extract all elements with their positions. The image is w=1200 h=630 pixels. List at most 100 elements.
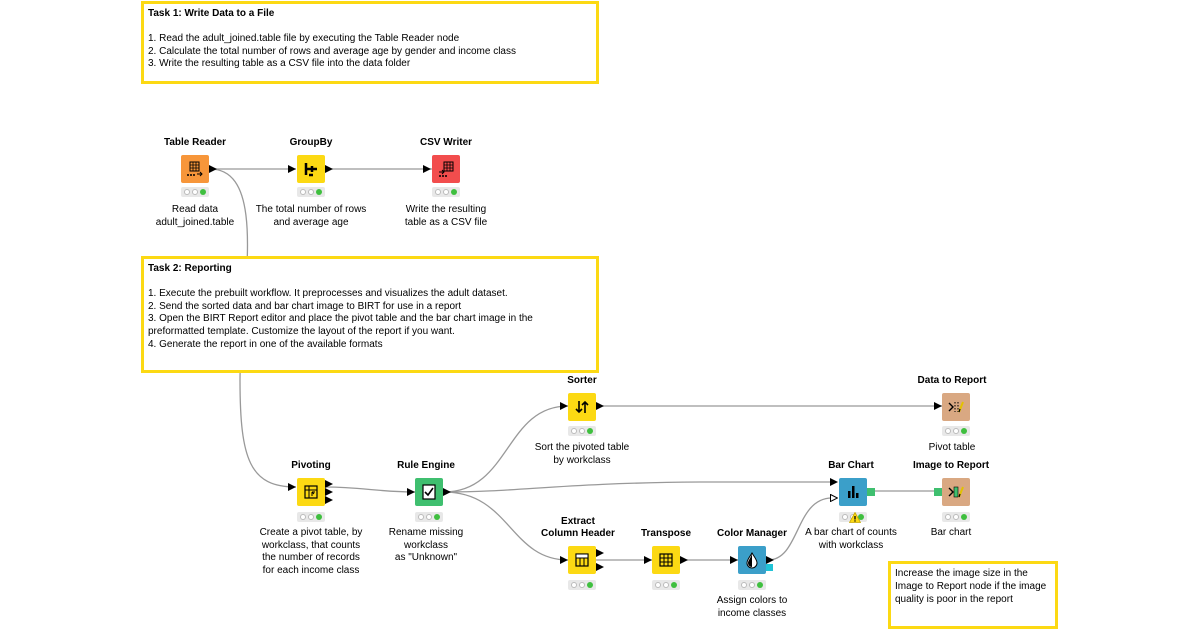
output-port-icon[interactable] [680,556,688,564]
desc-line: adult_joined.table [155,216,235,228]
input-port-icon[interactable] [407,488,415,496]
desc-line: by workclass [553,454,611,466]
sorter-icon[interactable] [568,393,596,421]
image-to-report-icon[interactable] [942,478,970,506]
desc-line: for each income class [262,564,360,576]
input-port-icon[interactable] [934,402,942,410]
annotation-line: quality is poor in the report [895,593,1013,605]
annotation-line: preformatted template. Customize the lay… [148,326,455,338]
csv-writer-icon[interactable] [432,155,460,183]
transpose-icon[interactable] [652,546,680,574]
image-output-port-icon[interactable] [867,488,875,496]
desc-line: A bar chart of counts [805,527,897,538]
input-port-icon[interactable] [288,165,296,173]
node-title: Rule Engine [397,460,455,471]
annotation-task1[interactable]: Task 1: Write Data to a File 1. Read the… [141,1,599,84]
output-port-icon[interactable] [596,402,604,410]
desc-line: income classes [717,607,787,619]
warning-icon[interactable] [849,512,861,523]
desc-line: table as a CSV file [404,216,488,228]
desc-line: workclass, that counts [261,539,361,551]
status-indicator [652,580,680,590]
annotation-line: 3. Open the BIRT Report editor and place… [148,313,533,325]
table-reader-icon[interactable] [181,155,209,183]
node-title: GroupBy [289,137,333,148]
node-description[interactable]: Write the resulting table as a CSV file [371,204,521,229]
wire-colormanager-barchart [767,497,833,561]
annotation-line: Image to Report node if the image [895,580,1047,592]
node-description[interactable]: Bar chart [876,527,1026,540]
node-title: Pivoting [291,460,331,471]
annotation-line: 4. Generate the report in one of the ava… [148,338,383,350]
desc-line: and average age [273,216,349,228]
output-port-icon[interactable] [443,488,451,496]
status-indicator [568,580,596,590]
status-indicator [181,187,209,197]
node-title: Color Manager [716,528,787,539]
annotation-line: 3. Write the resulting table as a CSV fi… [148,58,411,70]
desc-line: with workclass [818,539,884,551]
input-port-icon[interactable] [830,494,838,502]
input-port-icon[interactable] [288,483,296,491]
annotation-title: Task 2: Reporting [148,263,232,274]
title-line: Extract [561,516,595,527]
output-port-icon[interactable] [325,488,333,496]
desc-line: Bar chart [930,527,972,538]
input-port-icon[interactable] [560,556,568,564]
annotation-task2[interactable]: Task 2: Reporting 1. Execute the prebuil… [141,256,599,373]
desc-line: The total number of rows [255,204,367,215]
output-port-icon[interactable] [209,165,217,173]
desc-line: Assign colors to [716,595,788,606]
status-indicator [415,512,443,522]
desc-line: Create a pivot table, by [259,527,363,538]
input-port-icon[interactable] [423,165,431,173]
image-input-port-icon[interactable] [934,488,942,496]
model-output-port-icon[interactable] [766,564,773,571]
desc-line: Sort the pivoted table [534,442,630,453]
annotation-line: 2. Calculate the total number of rows an… [148,45,516,57]
node-title: Table Reader [163,137,227,148]
node-description[interactable]: Rename missing workclass as "Unknown" [351,527,501,565]
output-port-icon[interactable] [596,563,604,571]
node-description[interactable]: Read data adult_joined.table [120,204,270,229]
rule-engine-icon[interactable] [415,478,443,506]
annotation-line: 1. Execute the prebuilt workflow. It pre… [148,287,508,299]
desc-line: Pivot table [928,442,976,453]
extract-column-header-icon[interactable] [568,546,596,574]
output-port-icon[interactable] [325,480,333,488]
node-description[interactable]: Create a pivot table, by workclass, that… [236,527,386,577]
desc-line: workclass [404,539,448,551]
desc-line: the number of records [262,552,360,563]
node-title: CSV Writer [419,137,473,148]
output-port-icon[interactable] [596,549,604,557]
annotation-line: 2. Send the sorted data and bar chart im… [148,300,462,312]
pivoting-icon[interactable] [297,478,325,506]
color-manager-icon[interactable] [738,546,766,574]
input-port-icon[interactable] [644,556,652,564]
input-port-icon[interactable] [730,556,738,564]
input-port-icon[interactable] [830,478,838,486]
node-description[interactable]: The total number of rows and average age [236,204,386,229]
input-port-icon[interactable] [560,402,568,410]
node-description[interactable]: Assign colors to income classes [677,595,827,620]
node-title: Bar Chart [828,460,874,471]
data-to-report-icon[interactable] [942,393,970,421]
wire-ruleengine-barchart [443,481,832,493]
title-line: Column Header [541,528,615,539]
node-description[interactable]: Sort the pivoted table by workclass [507,442,657,467]
output-port-icon[interactable] [325,496,333,504]
status-indicator [432,187,460,197]
node-description[interactable]: A bar chart of counts with workclass [776,527,926,552]
output-port-icon[interactable] [325,165,333,173]
status-indicator [942,512,970,522]
groupby-icon[interactable] [297,155,325,183]
node-description[interactable]: Pivot table [877,442,1027,455]
node-title: Extract Column Header [503,516,653,540]
node-title: Data to Report [917,375,987,386]
status-indicator [568,426,596,436]
bar-chart-icon[interactable] [839,478,867,506]
output-port-icon[interactable] [766,556,774,564]
desc-line: Write the resulting [405,204,487,215]
desc-line: Read data [171,204,219,215]
annotation-note[interactable]: Increase the image size in the Image to … [888,561,1058,629]
